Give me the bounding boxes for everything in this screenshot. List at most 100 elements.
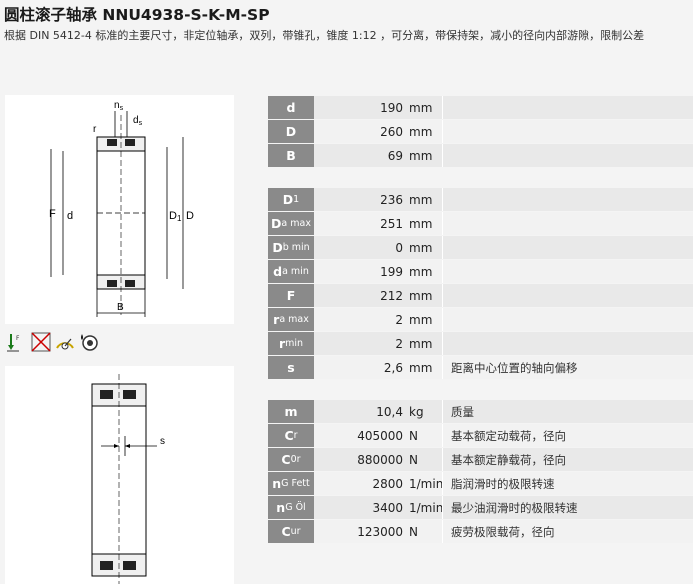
value-cell: 405000 xyxy=(357,428,403,443)
symbol: D xyxy=(285,124,297,139)
symbol: B xyxy=(286,148,296,163)
d-label: d xyxy=(67,210,73,222)
value-cell: 236 xyxy=(380,192,403,207)
page-subtitle: 根据 DIN 5412-4 标准的主要尺寸，非定位轴承，双列，带锥孔，锥度 1:… xyxy=(4,29,645,42)
symbol-cell: s xyxy=(268,356,314,379)
value-cell: 212 xyxy=(380,288,403,303)
value-cell: 251 xyxy=(380,216,403,231)
unit-cell: N xyxy=(409,428,418,443)
ns-label: ns xyxy=(114,100,124,112)
value-cell: 0 xyxy=(395,240,403,255)
description-cell: 基本额定动载荷，径向 xyxy=(442,424,693,447)
r-label: r xyxy=(93,124,97,135)
symbol-subscript: a max xyxy=(279,314,309,325)
table-row: B 69 mm xyxy=(268,144,693,168)
description-cell: 质量 xyxy=(442,400,693,423)
ds-label: ds xyxy=(133,115,143,127)
bearing-dimension-drawing: ns ds r F d D1 D B xyxy=(5,95,234,324)
radial-load-icon: F xyxy=(7,334,20,352)
lubrication-icon xyxy=(81,334,98,351)
symbol: s xyxy=(287,360,295,375)
symbol-subscript: b min xyxy=(282,242,310,253)
speed-icon xyxy=(56,338,74,350)
symbol: C xyxy=(284,428,294,443)
F-label: F xyxy=(49,208,56,220)
description-cell xyxy=(442,236,693,259)
symbol-cell: F xyxy=(268,284,314,307)
symbol-cell: B xyxy=(268,144,314,167)
description-cell xyxy=(442,120,693,143)
symbol-subscript: a max xyxy=(281,218,311,229)
description-cell xyxy=(442,144,693,167)
symbol-subscript: 1 xyxy=(293,194,300,205)
symbol-cell: m xyxy=(268,400,314,423)
B-label: B xyxy=(117,302,124,313)
symbol: m xyxy=(284,404,298,419)
symbol: d xyxy=(286,100,296,115)
unit-cell: mm xyxy=(409,124,433,139)
description-cell xyxy=(442,308,693,331)
symbol: D xyxy=(271,216,282,231)
unit-cell: mm xyxy=(409,336,433,351)
symbol-subscript: G Öl xyxy=(285,502,306,513)
unit-cell: mm xyxy=(409,312,433,327)
symbol: r xyxy=(273,312,280,327)
symbol: r xyxy=(278,336,286,351)
symbol-subscript: a min xyxy=(282,266,309,277)
value-cell: 2 xyxy=(395,336,403,351)
description-cell xyxy=(442,260,693,283)
unit-cell: 1/min xyxy=(409,500,444,515)
unit-cell: mm xyxy=(409,264,433,279)
axial-displacement-drawing: s xyxy=(5,366,234,584)
description-cell: 疲劳极限载荷，径向 xyxy=(442,520,693,543)
property-icons: F xyxy=(6,330,100,354)
value-cell: 2,6 xyxy=(383,360,403,375)
symbol-cell: d xyxy=(268,96,314,119)
value-cell: 880000 xyxy=(357,452,403,467)
symbol: D xyxy=(282,192,294,207)
page-title: 圆柱滚子轴承 NNU4938-S-K-M-SP xyxy=(4,6,270,24)
unit-cell: mm xyxy=(409,216,433,231)
unit-cell: kg xyxy=(409,404,424,419)
unit-cell: N xyxy=(409,452,418,467)
symbol-subscript: min xyxy=(285,338,304,349)
symbol-cell: D xyxy=(268,120,314,143)
D-label: D xyxy=(186,210,194,222)
unit-cell: mm xyxy=(409,100,433,115)
value-cell: 69 xyxy=(387,148,403,163)
value-cell: 2800 xyxy=(372,476,403,491)
unit-cell: 1/min xyxy=(409,476,444,491)
s-label: s xyxy=(160,436,165,447)
value-cell: 199 xyxy=(380,264,403,279)
unit-cell: mm xyxy=(409,148,433,163)
value-cell: 10,4 xyxy=(376,404,403,419)
symbol: n xyxy=(272,476,282,491)
unit-cell: mm xyxy=(409,240,433,255)
value-cell: 123000 xyxy=(357,524,403,539)
svg-text:F: F xyxy=(16,335,20,342)
symbol: D xyxy=(272,240,283,255)
symbol-subscript: ur xyxy=(290,526,301,537)
value-cell: 260 xyxy=(380,124,403,139)
unit-cell: mm xyxy=(409,360,433,375)
